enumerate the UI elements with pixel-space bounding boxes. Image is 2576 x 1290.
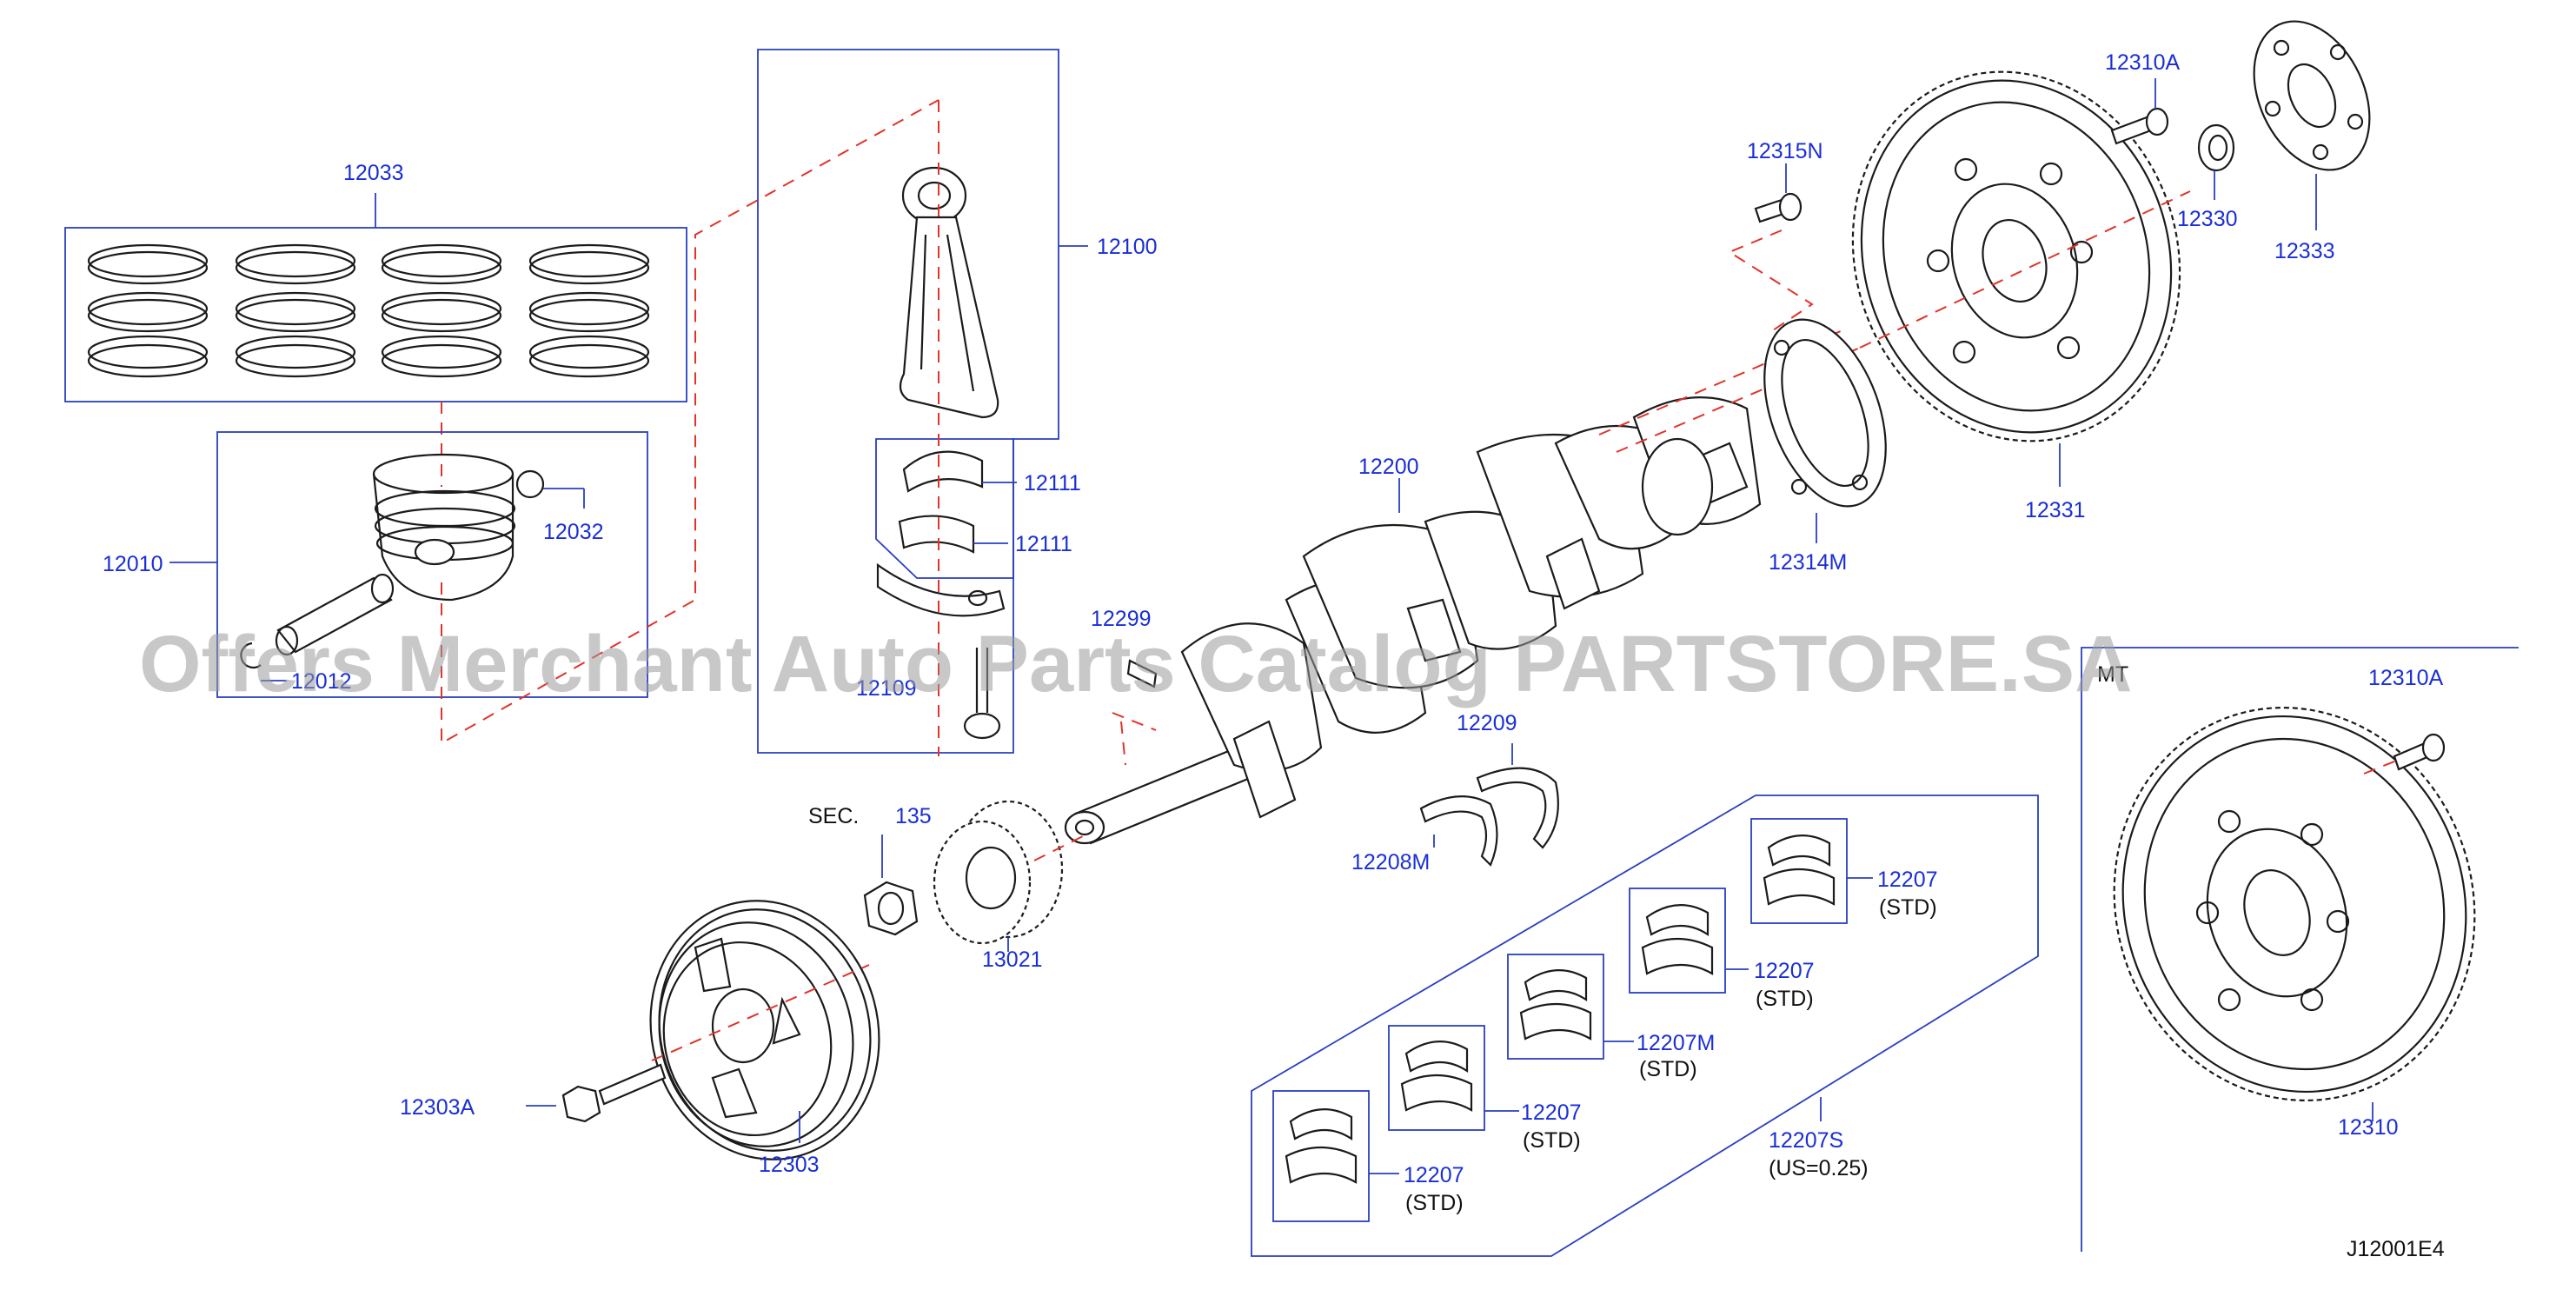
label-12032[interactable]: 12032 [543, 520, 604, 544]
snap-ring-12032[interactable]: 12032 [515, 469, 604, 544]
label-12109[interactable]: 12109 [856, 676, 917, 701]
flywheel[interactable]: 12331 [1806, 29, 2227, 522]
main-bearing-2[interactable]: 12207 (STD) [1388, 1025, 1582, 1153]
sub-12207-1: (STD) [1405, 1191, 1464, 1215]
label-12100[interactable]: 12100 [1097, 235, 1158, 259]
piston[interactable] [372, 453, 516, 602]
thrust-bearing-upper[interactable]: 12209 [1457, 711, 1559, 849]
flywheel-plate[interactable]: 12333 [2232, 3, 2393, 263]
main-bearing-4[interactable]: 12207 (STD) [1629, 888, 1815, 1011]
sec-label: SEC. [808, 804, 859, 828]
sub-12207-4: (STD) [1756, 987, 1814, 1011]
label-12330[interactable]: 12330 [2177, 207, 2238, 231]
label-12310A-mt[interactable]: 12310A [2368, 666, 2444, 690]
label-12207-5[interactable]: 12207 [1877, 868, 1938, 892]
label-12200[interactable]: 12200 [1358, 455, 1419, 479]
label-12310A[interactable]: 12310A [2105, 50, 2181, 75]
flywheel-mt[interactable]: 12310 [2064, 661, 2526, 1147]
sub-12207M: (STD) [1639, 1057, 1697, 1081]
label-12209[interactable]: 12209 [1457, 711, 1517, 735]
piston-ring-set-box: 12033 [64, 161, 687, 402]
main-bearing-set-box: 12207S (US=0.25) [1251, 795, 2039, 1257]
label-12208M[interactable]: 12208M [1351, 850, 1430, 874]
label-12111-lower[interactable]: 12111 [1015, 532, 1072, 556]
label-12033[interactable]: 12033 [343, 161, 404, 185]
flywheel-bolt-12315N[interactable]: 12315N [1747, 139, 1823, 223]
label-mt: MT [2097, 662, 2128, 687]
main-bearing-1[interactable]: 12207 (STD) [1272, 1090, 1464, 1222]
sec-135-link[interactable]: 135 [895, 804, 932, 828]
main-bearing-3[interactable]: 12207M (STD) [1507, 954, 1715, 1081]
sub-12207S: (US=0.25) [1769, 1156, 1869, 1180]
label-12303[interactable]: 12303 [759, 1153, 820, 1177]
crankshaft-sprocket[interactable]: 13021 [933, 800, 1064, 972]
label-13021[interactable]: 13021 [982, 948, 1043, 972]
pilot-bushing[interactable]: 12330 [2177, 123, 2238, 231]
piston-pin[interactable] [275, 573, 395, 656]
label-12331[interactable]: 12331 [2025, 498, 2086, 522]
label-12111-upper[interactable]: 12111 [1024, 471, 1081, 495]
label-12207-4[interactable]: 12207 [1754, 959, 1815, 983]
label-12207-1[interactable]: 12207 [1404, 1163, 1464, 1187]
label-12010[interactable]: 12010 [103, 552, 163, 576]
crankshaft-pulley-bolt[interactable]: 12303A [400, 1063, 667, 1123]
label-12012[interactable]: 12012 [291, 669, 352, 694]
crankshaft[interactable]: 12200 [1064, 396, 1762, 845]
drawing-code: J12001E4 [2347, 1237, 2445, 1261]
crankshaft-nut[interactable] [863, 835, 919, 936]
label-12314M[interactable]: 12314M [1769, 550, 1847, 575]
connecting-rod-cap[interactable] [876, 562, 1006, 617]
crankshaft-key[interactable]: 12299 [1091, 607, 1158, 688]
main-bearing-5[interactable]: 12207 (STD) [1750, 818, 1938, 924]
connecting-rod[interactable] [899, 166, 999, 419]
connecting-rod-bearing-upper[interactable]: 12111 [902, 450, 1081, 495]
label-12315N[interactable]: 12315N [1747, 139, 1823, 163]
piston-ring-set[interactable] [87, 243, 650, 378]
label-12299[interactable]: 12299 [1091, 607, 1152, 631]
label-12333[interactable]: 12333 [2274, 239, 2335, 263]
mt-section-border: MT [2081, 647, 2519, 1252]
connecting-rod-bearing-lower[interactable]: 12111 [898, 515, 1072, 556]
label-12303A[interactable]: 12303A [400, 1095, 475, 1120]
sensor-plate[interactable]: 12314M [1741, 303, 1909, 575]
label-12310[interactable]: 12310 [2338, 1115, 2399, 1140]
piston-box: 12010 [103, 431, 648, 698]
bearing-box-12111 [875, 438, 1014, 579]
label-12207-2[interactable]: 12207 [1521, 1100, 1582, 1125]
label-12207S[interactable]: 12207S [1769, 1128, 1843, 1153]
label-12207M[interactable]: 12207M [1637, 1031, 1715, 1055]
flywheel-bolt-mt[interactable]: 12310A [2368, 666, 2446, 771]
crankshaft-pulley[interactable]: 12303 [622, 874, 908, 1185]
flywheel-bolt-12310A[interactable]: 12310A [2105, 50, 2181, 145]
watermark: Offers Merchant Auto Parts Catalog PARTS… [139, 620, 2133, 708]
thrust-bearing-lower[interactable]: 12208M [1351, 795, 1498, 874]
connecting-rod-bolt[interactable]: 12109 [856, 648, 1001, 740]
sub-12207-5: (STD) [1879, 895, 1937, 920]
snap-ring-12012[interactable]: 12012 [240, 642, 352, 694]
sub-12207-2: (STD) [1523, 1128, 1581, 1153]
